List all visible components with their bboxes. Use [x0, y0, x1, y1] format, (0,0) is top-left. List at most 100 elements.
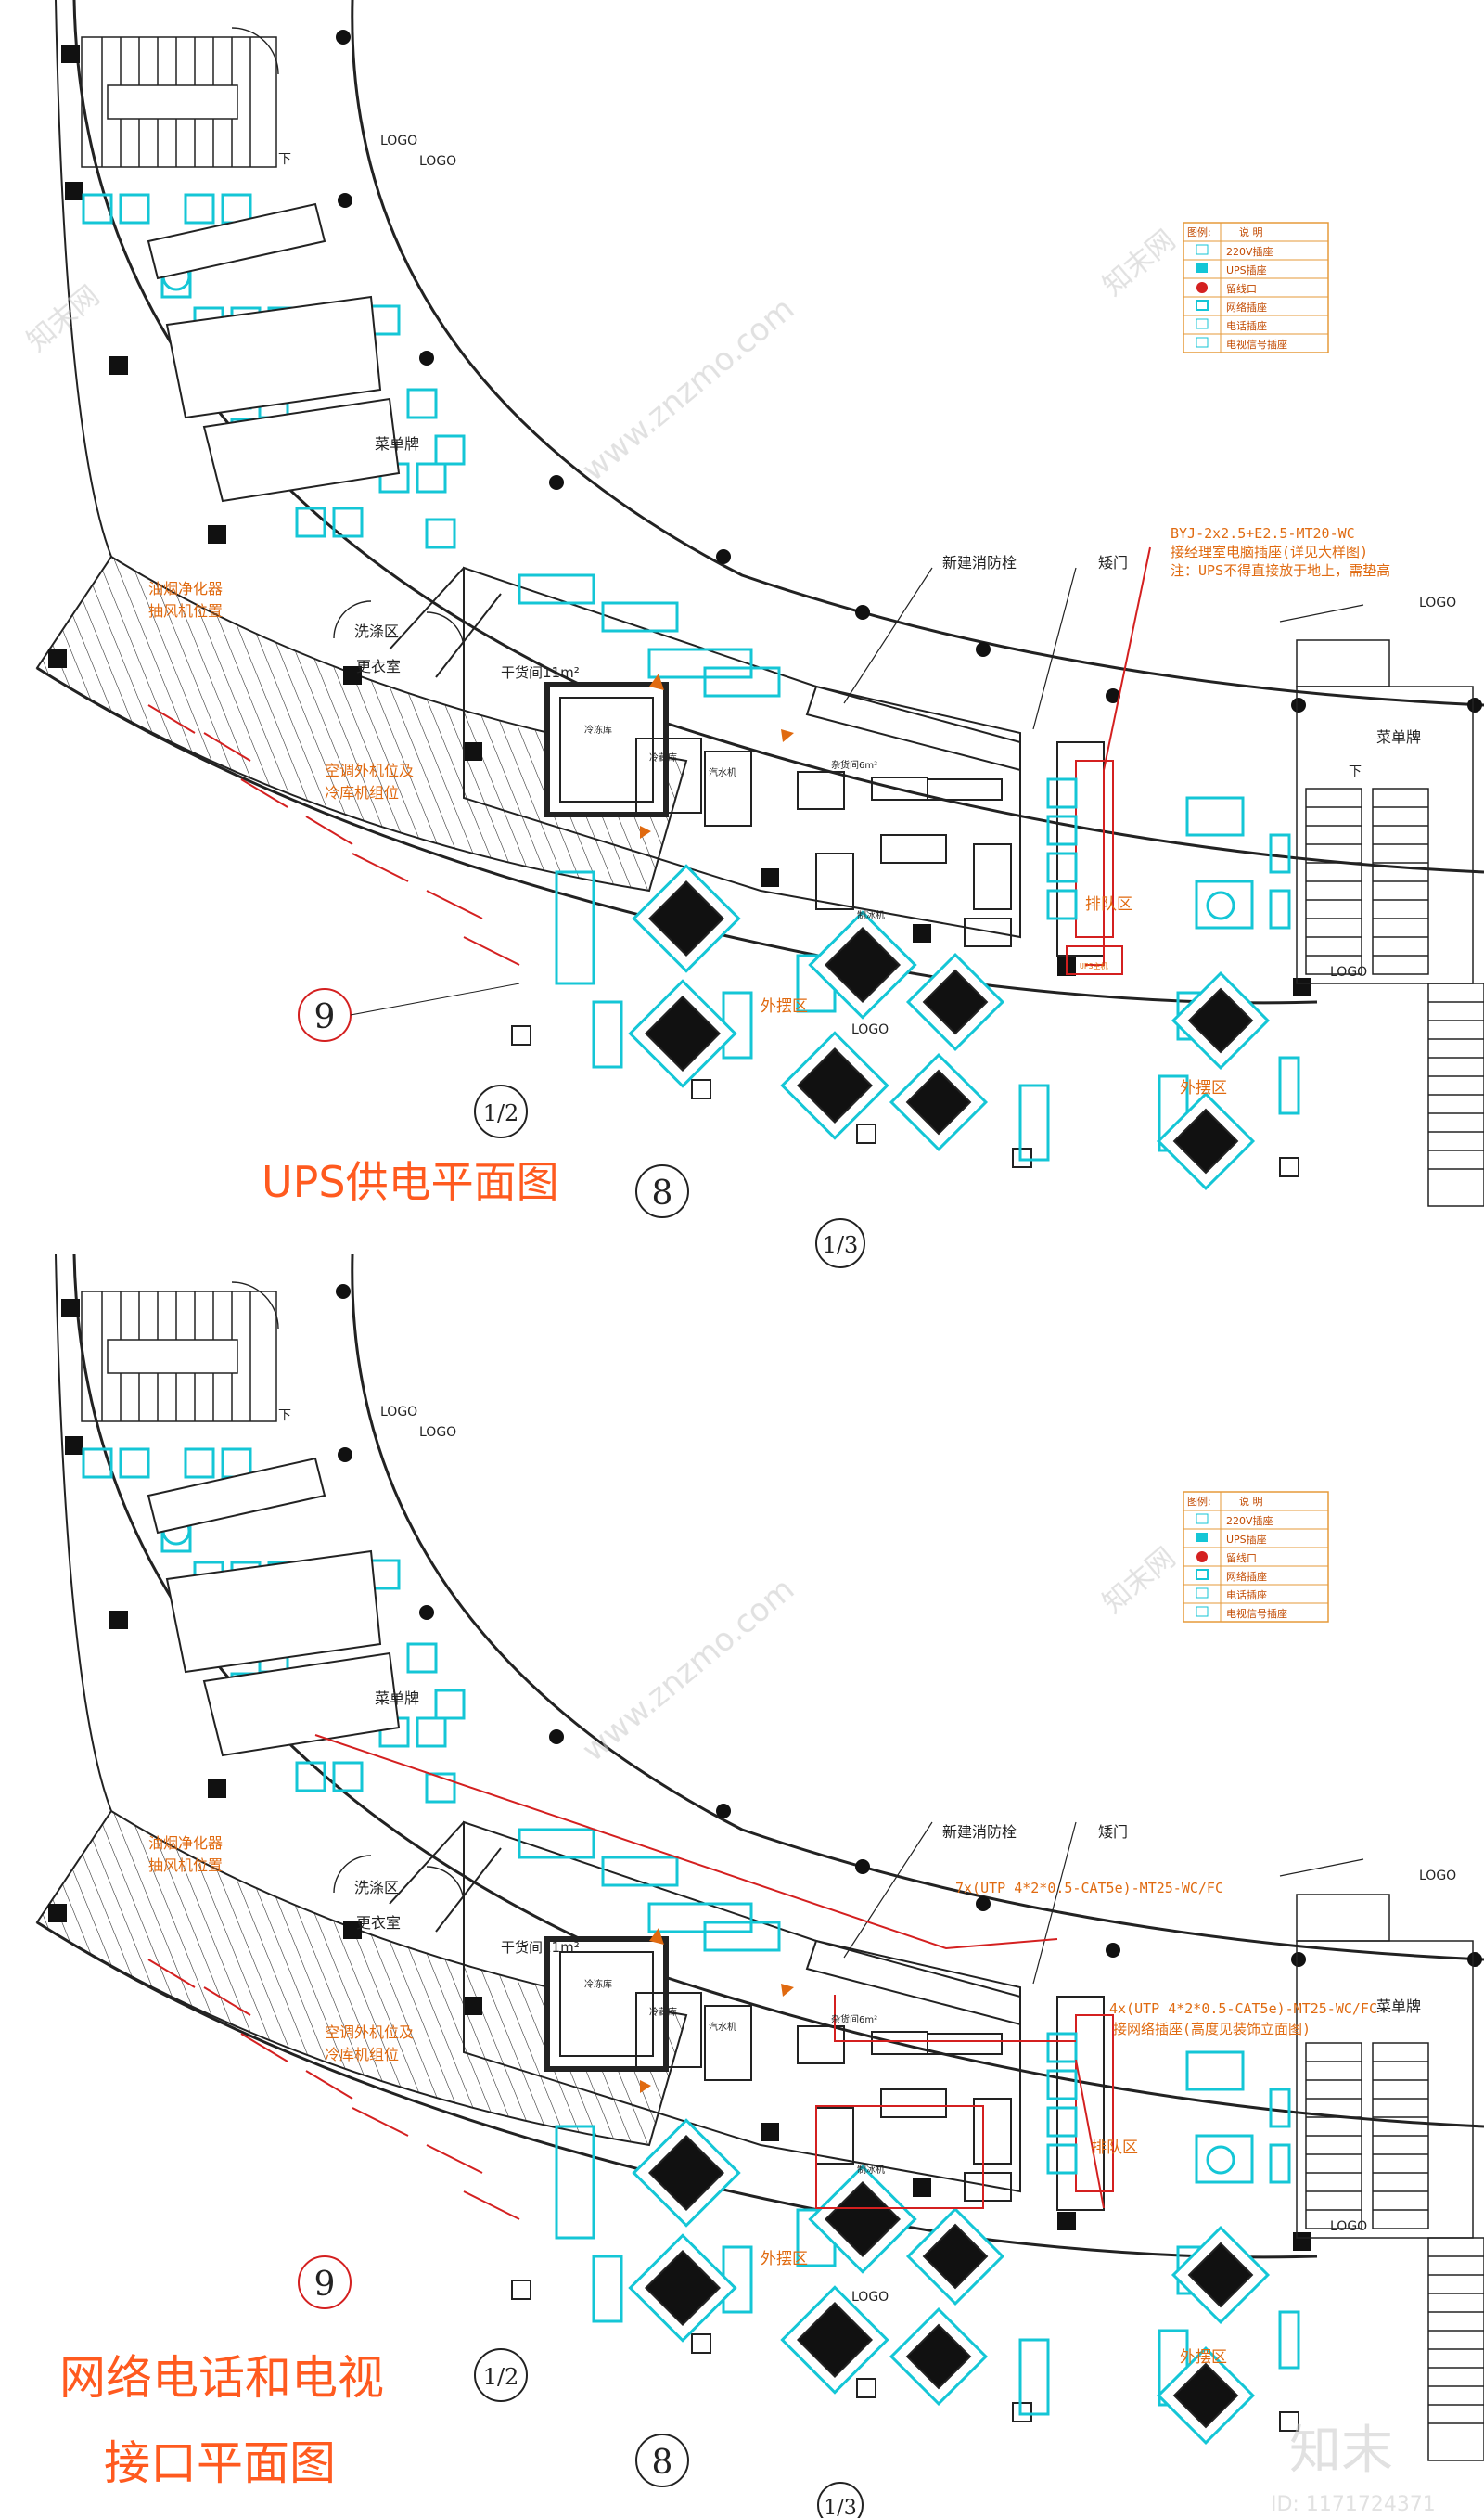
ups-wiring [1066, 546, 1151, 975]
dry-store-label: 干货间11m² [501, 1939, 580, 1956]
queue-area-label: 排队区 [1085, 895, 1132, 914]
legend-text: 网络插座 [1226, 1570, 1267, 1583]
plan-title-network-2: 接口平面图 [104, 2436, 336, 2490]
logo-label: LOGO [1330, 2219, 1367, 2234]
watermark-text: www.znzmo.com [575, 290, 801, 489]
legend-text: 电视信号插座 [1226, 338, 1287, 351]
exhaust-fan-label: 抽风机位置 [148, 1856, 223, 1874]
logo-label: LOGO [851, 2290, 889, 2305]
axis-label: 1/2 [483, 2364, 519, 2390]
legend-text: 网络插座 [1226, 301, 1267, 314]
watermark-id: ID: 1171724371 [1271, 2493, 1436, 2516]
chiller-label: 冷藏库 [649, 2006, 677, 2018]
dry-store-label: 干货间11m² [501, 664, 580, 681]
legend-header: 说 明 [1239, 225, 1263, 238]
watermark-text: www.znzmo.com [575, 1571, 801, 1769]
legend-text: 电视信号插座 [1226, 1607, 1287, 1620]
cable-outlet-icon [1196, 282, 1208, 293]
outdoor-area-label: 外摆区 [1180, 1079, 1227, 1098]
axis-label: 8 [652, 2444, 673, 2482]
fume-purifier-label: 油烟净化器 [148, 1834, 223, 1852]
network-cable-note: 4x(UTP 4*2*0.5-CAT5e)-MT25-WC/FC [1109, 2000, 1377, 2017]
phone-outlet-icon [1196, 1587, 1209, 1599]
freezer-label: 冷冻库 [584, 724, 612, 736]
wash-area-label: 洗涤区 [354, 1879, 399, 1896]
legend-header: 图例: [1187, 1495, 1211, 1508]
outdoor-area-label: 外摆区 [1180, 2348, 1227, 2367]
ac-unit-label: 空调外机位及 [325, 762, 414, 779]
tv-outlet-icon [1196, 1606, 1209, 1617]
menu-board-label: 菜单牌 [1376, 728, 1421, 746]
soda-machine-label: 汽水机 [709, 2021, 736, 2033]
cold-unit-label: 冷库机组位 [325, 784, 399, 802]
stair-down-label: 下 [278, 1408, 291, 1423]
network-outlet-note: 接网络插座(高度见装饰立面图) [1113, 2021, 1311, 2037]
cable-outlet-icon [1196, 1551, 1208, 1562]
watermark-text: 知末网 [1097, 224, 1182, 302]
legend-text: 电话插座 [1226, 1588, 1267, 1601]
legend-header: 说 明 [1239, 1495, 1263, 1508]
locker-room-label: 更衣室 [356, 1914, 401, 1932]
freezer-label: 冷冻库 [584, 1978, 612, 1990]
legend-table: 图例: 说 明 220V插座 UPS插座 留线口 网络插座 电话插座 电视信号插… [1183, 222, 1329, 353]
outdoor-area-label: 外摆区 [761, 997, 808, 1016]
ups-host-label: UPS主机 [1080, 961, 1107, 970]
logo-label: LOGO [419, 1425, 456, 1440]
outlet-220v-icon [1196, 1513, 1209, 1524]
grid-axis-bubbles: 9 1/2 8 1/3 [298, 2255, 864, 2518]
sundry-room-label: 杂货间6m² [831, 2013, 877, 2025]
cold-unit-label: 冷库机组位 [325, 2046, 399, 2063]
low-door-label: 矮门 [1098, 1823, 1128, 1841]
legend-header: 图例: [1187, 225, 1211, 238]
hydrant-label: 新建消防栓 [942, 1823, 1017, 1841]
wash-area-label: 洗涤区 [354, 623, 399, 640]
soda-machine-label: 汽水机 [709, 766, 736, 778]
ups-outlet-icon [1196, 263, 1208, 273]
axis-label: 1/3 [824, 2497, 856, 2518]
ups-outlet-icon [1196, 1533, 1208, 1542]
hydrant-label: 新建消防栓 [942, 554, 1017, 572]
ups-outlet-note: 接经理室电脑插座(详见大样图) [1171, 544, 1368, 560]
plan-title-network: 网络电话和电视 [59, 2351, 384, 2405]
axis-label: 1/3 [823, 1232, 859, 1258]
chiller-label: 冷藏库 [649, 752, 677, 764]
network-outlet-icon [1196, 300, 1209, 311]
fume-purifier-label: 油烟净化器 [148, 580, 223, 597]
menu-board-label: 菜单牌 [375, 1689, 419, 1707]
ups-plan: LOGO LOGO LOGO LOGO LOGO 菜单牌 菜单牌 下 下 油烟净… [37, 0, 1484, 1268]
stair-down-label: 下 [1349, 764, 1362, 779]
ice-machine-label: 制冰机 [857, 2164, 885, 2176]
legend-text: UPS插座 [1226, 1533, 1267, 1546]
logo-label: LOGO [1419, 1869, 1456, 1883]
watermark-logo: 知末 [1289, 2421, 1393, 2481]
stair-down-label: 下 [278, 152, 291, 167]
outdoor-area-label: 外摆区 [761, 2250, 808, 2268]
orange-arrows [640, 674, 794, 839]
queue-area-label: 排队区 [1091, 2139, 1138, 2157]
sundry-room-label: 杂货间6m² [831, 759, 877, 771]
logo-label: LOGO [419, 154, 456, 169]
legend-text: 220V插座 [1226, 245, 1273, 258]
phone-outlet-icon [1196, 318, 1209, 329]
ac-unit-label: 空调外机位及 [325, 2023, 414, 2041]
logo-label: LOGO [380, 134, 417, 148]
legend-text: 电话插座 [1226, 319, 1267, 332]
ups-warning-note: 注：UPS不得直接放于地上，需垫高 [1171, 562, 1390, 579]
watermark-text: 知末网 [21, 279, 106, 358]
ice-machine-label: 制冰机 [857, 909, 885, 921]
ups-cable-note: BYJ-2x2.5+E2.5-MT20-WC [1171, 525, 1355, 542]
legend-text: UPS插座 [1226, 263, 1267, 276]
grid-axis-bubbles: 9 1/2 8 1/3 [298, 983, 865, 1268]
axis-label: 9 [314, 2266, 336, 2304]
network-cabling [314, 1734, 1105, 2209]
tv-outlet-icon [1196, 337, 1209, 348]
orange-arrows [640, 1928, 794, 2093]
menu-board-label: 菜单牌 [375, 435, 419, 453]
exhaust-fan-label: 抽风机位置 [148, 602, 223, 620]
logo-label: LOGO [851, 1022, 889, 1037]
axis-label: 9 [314, 998, 336, 1036]
logo-label: LOGO [1330, 965, 1367, 980]
network-plan: LOGO LOGO LOGO LOGO LOGO 菜单牌 菜单牌 下 油烟净化器… [37, 1254, 1484, 2518]
